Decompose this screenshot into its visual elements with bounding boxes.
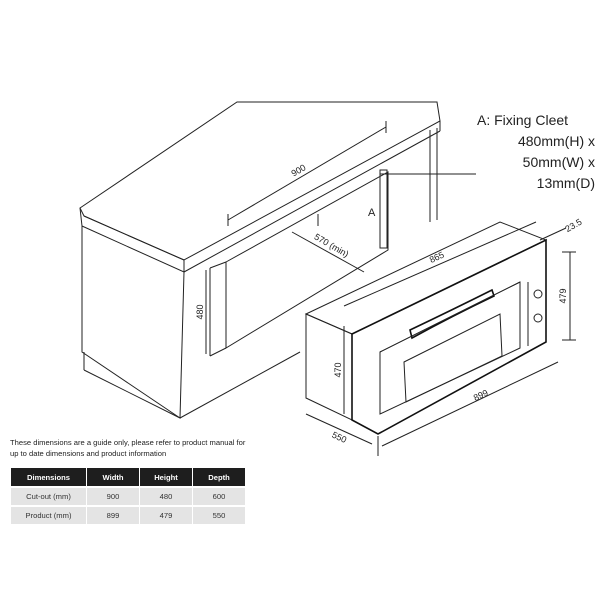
table-cell: 550 [193,507,245,524]
oven-window [403,313,503,403]
table-row: Cut-out (mm) 900 480 600 [11,488,245,505]
cabinet-base-line [179,351,301,419]
table-cell: 479 [140,507,192,524]
dim-line-550 [305,413,373,445]
table-header: Dimensions [11,468,86,486]
cutout-left-bottom [209,347,227,357]
cabinet [79,101,441,419]
dim-label-900: 900 [289,162,307,178]
table-cell: 480 [140,488,192,505]
dim-line-899 [381,361,559,447]
oven-cutout [225,171,389,349]
oven-front [351,238,547,435]
cleat-note-title: A: Fixing Cleet [477,112,569,128]
table-header: Height [140,468,192,486]
cabinet-top-edge [79,207,185,273]
dim-line-865 [343,221,537,307]
dim-label-23-5: 23.5 [563,217,583,234]
table-cell: 900 [87,488,139,505]
dim-line-570 [291,231,365,273]
cleat-marker-a: A [368,207,376,219]
dim-label-570: 570 (min) [313,232,351,260]
dim-line-900 [227,126,387,221]
dimensions-table: Dimensions Width Height Depth Cut-out (m… [10,466,246,526]
oven-handle [409,288,495,340]
door-top-line [379,281,521,353]
cabinet-plinth-bottom [83,369,181,419]
table-cell: 899 [87,507,139,524]
dim-label-480: 480 [195,304,205,319]
oven-knob-bottom [533,313,543,323]
cleat-note-height: 480mm(H) x [517,133,595,149]
table-cell: Product (mm) [11,507,86,524]
fixing-cleat-note: A: Fixing Cleet 480mm(H) x 50mm(W) x 13m… [477,110,595,194]
table-cell: 600 [193,488,245,505]
fixing-cleat [379,169,388,249]
cutout-left-edge [209,261,227,269]
dim-label-479: 479 [558,288,568,303]
cabinet-left-panel [81,226,185,419]
cleat-note-width: 50mm(W) x [522,154,595,170]
table-cell: Cut-out (mm) [11,488,86,505]
table-row: Product (mm) 899 479 550 [11,507,245,524]
oven-knob-top [533,289,543,299]
dim-label-470: 470 [333,362,343,377]
table-header: Width [87,468,139,486]
disclaimer-text: These dimensions are a guide only, pleas… [10,438,246,458]
oven-side [305,313,353,421]
table-header-row: Dimensions Width Height Depth [11,468,245,486]
cabinet-top-front-edge [183,130,441,273]
dim-line-23-5 [539,227,567,241]
cleat-note-depth: 13mm(D) [536,175,595,191]
table-header: Depth [193,468,245,486]
oven [304,221,548,435]
dim-label-899: 899 [472,388,490,403]
